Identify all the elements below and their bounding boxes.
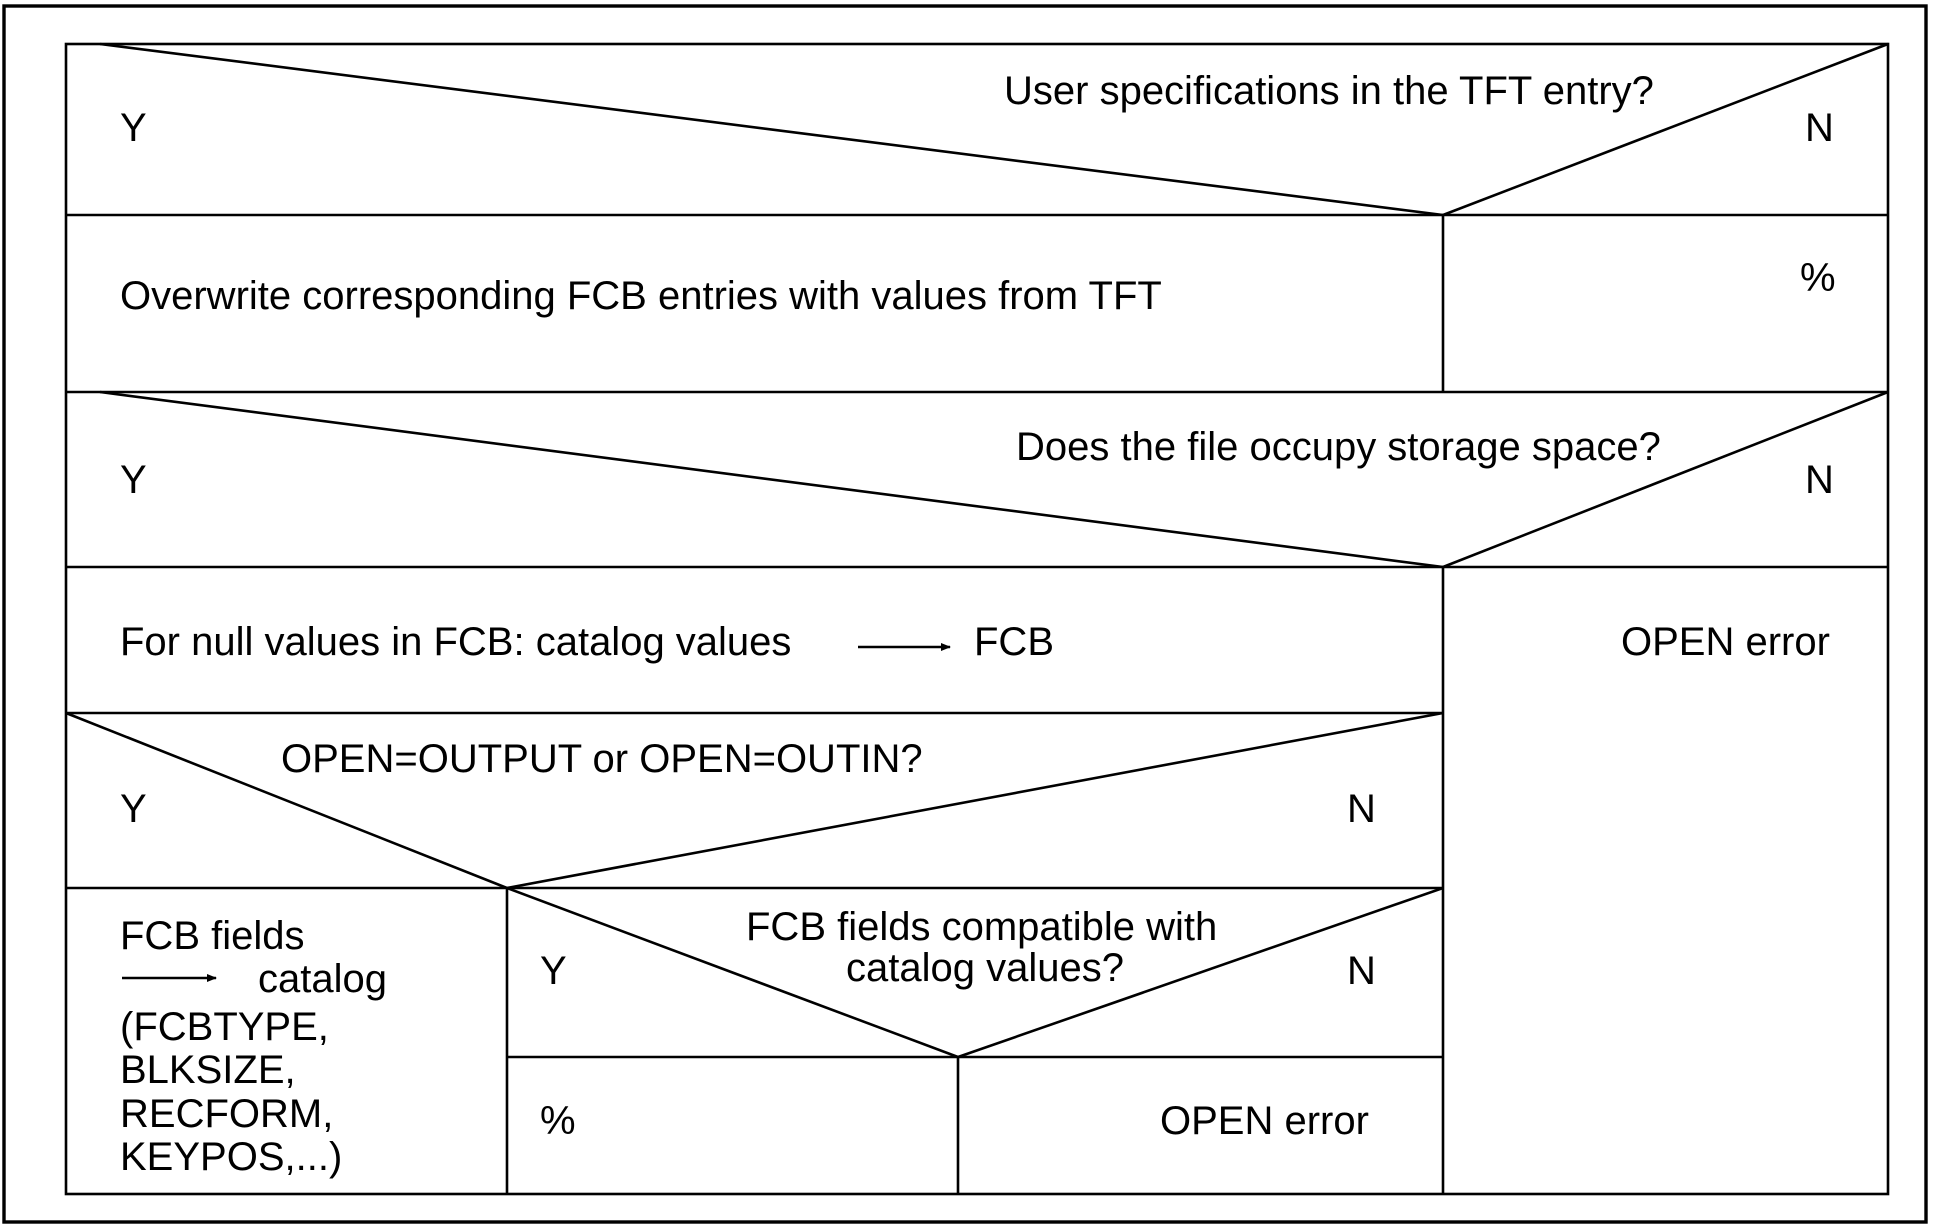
decision3-yes-label: Y xyxy=(120,787,147,831)
decision1-condition: User specifications in the TFT entry? xyxy=(1004,69,1654,113)
decision4-yes-label: Y xyxy=(540,949,567,993)
decision1-diag-left xyxy=(99,42,1444,217)
decision2-yes-action-target: FCB xyxy=(974,620,1054,664)
decision4-yes-action: % xyxy=(540,1099,576,1143)
decision4-no-action: OPEN error xyxy=(1160,1099,1369,1143)
decision3-yes-action-line3: (FCBTYPE, xyxy=(120,1005,329,1049)
decision1-no-label: N xyxy=(1805,106,1834,150)
decision2-yes-action-prefix: For null values in FCB: catalog values xyxy=(120,620,791,664)
decision3-condition: OPEN=OUTPUT or OPEN=OUTIN? xyxy=(281,737,923,781)
decision3-yes-action-line1: FCB fields xyxy=(120,914,305,958)
decision1-no-action: % xyxy=(1800,256,1836,300)
decision4-condition-line1: FCB fields compatible with xyxy=(746,905,1217,949)
decision4-diag-right xyxy=(957,886,1444,1059)
decision2-no-action: OPEN error xyxy=(1621,620,1830,664)
decision4-diag-left xyxy=(506,886,959,1059)
decision3-no-label: N xyxy=(1347,787,1376,831)
decision4-condition-line2: catalog values? xyxy=(846,946,1124,990)
outer-frame xyxy=(2,4,1928,1224)
decision3-yes-action-line6: KEYPOS,...) xyxy=(120,1135,342,1179)
decision3-diag-left xyxy=(65,711,508,890)
diagram-border xyxy=(64,42,1890,1196)
decision4-no-label: N xyxy=(1347,949,1376,993)
decision2-diag-right xyxy=(1442,390,1889,569)
decision1-yes-action: Overwrite corresponding FCB entries with… xyxy=(120,274,1162,318)
decision3-yes-action-line5: RECFORM, xyxy=(120,1092,333,1136)
decision1-diag-right xyxy=(1442,42,1889,217)
decision3-yes-action-line2: catalog xyxy=(258,957,387,1001)
decision1-yes-label: Y xyxy=(120,106,147,150)
decision3-yes-action-line4: BLKSIZE, xyxy=(120,1048,296,1092)
decision2-diag-left xyxy=(99,390,1444,569)
decision2-condition: Does the file occupy storage space? xyxy=(1016,425,1661,469)
decision2-no-label: N xyxy=(1805,458,1834,502)
decision2-yes-label: Y xyxy=(120,458,147,502)
decision3-diag-right xyxy=(506,711,1444,890)
